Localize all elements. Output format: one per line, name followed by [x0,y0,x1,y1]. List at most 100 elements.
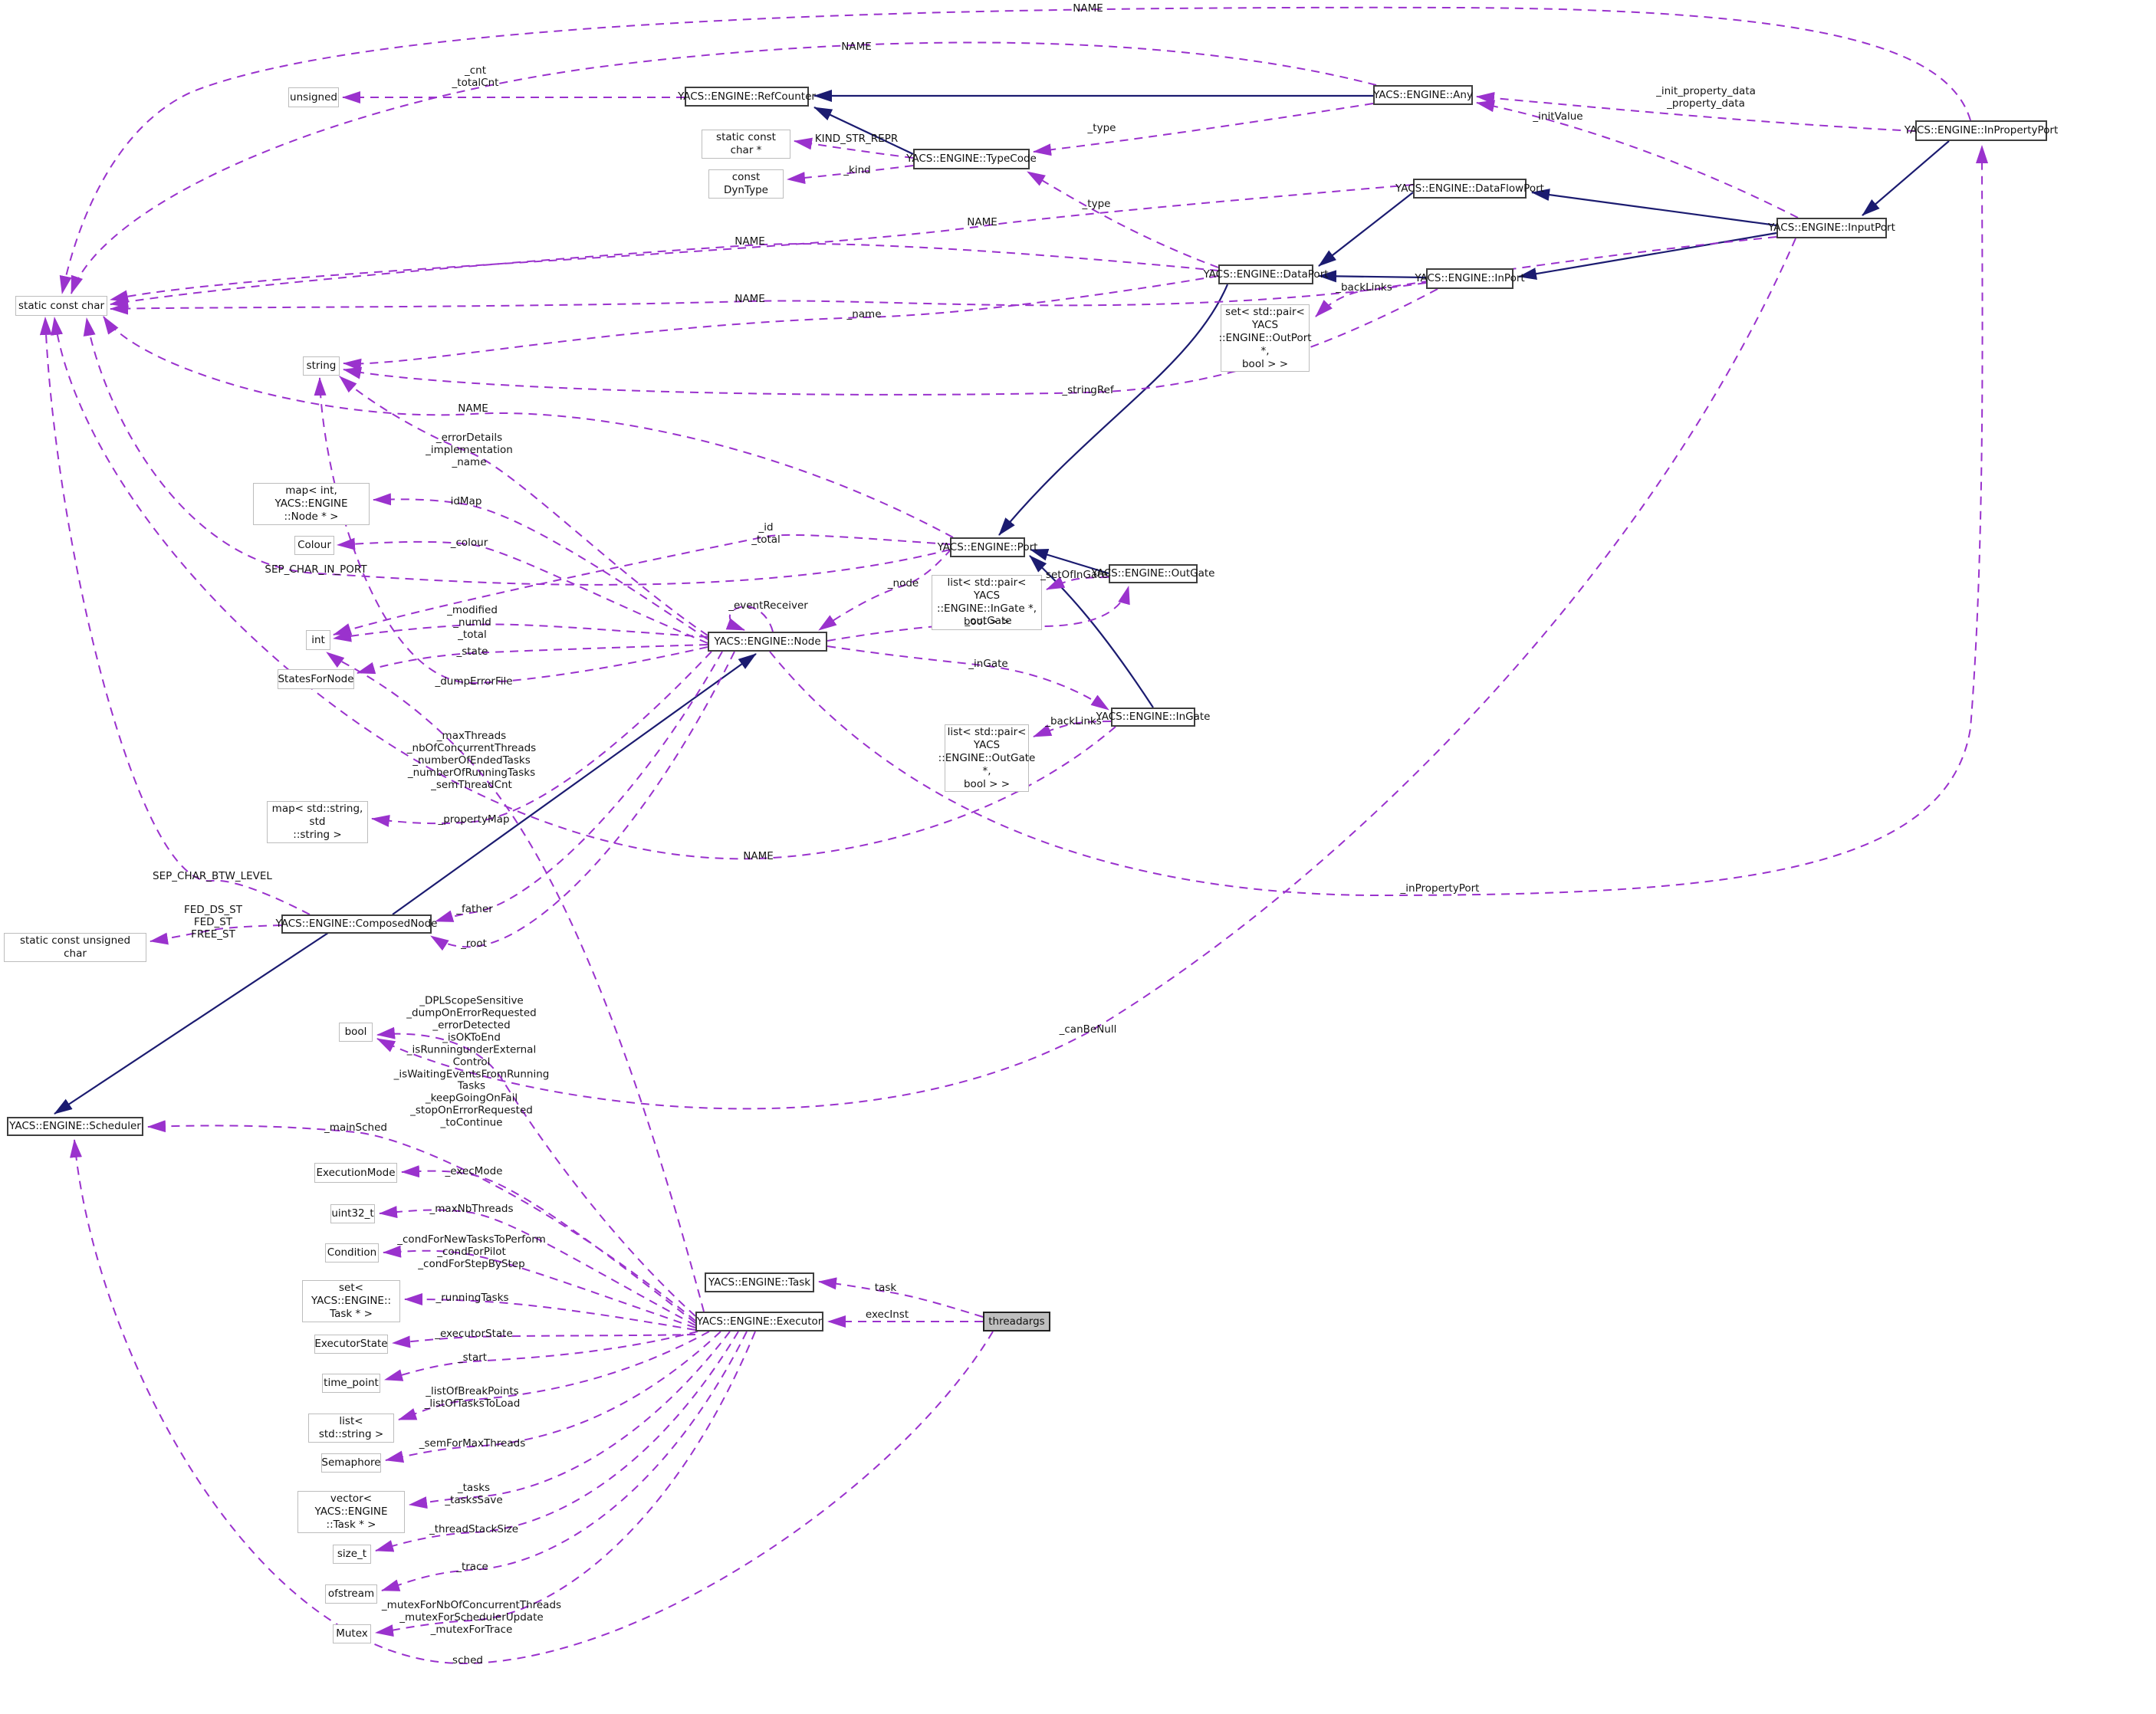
edge-executor-to-list-string-usage [398,1331,710,1420]
class-box-executor[interactable]: YACS::ENGINE::Executor [695,1312,823,1331]
type-box-static-const-char-ptr: static const char * [702,130,790,159]
type-box-semaphore: Semaphore [321,1453,381,1473]
type-box-int: int [306,630,330,650]
edge-executor-to-semaphore-usage [385,1331,721,1463]
edge-executor-to-executorstate-usage [392,1334,696,1348]
edge-any-to-static-const-char-usage [71,41,1377,294]
edge-typecode-to-const-dyntype-usage [787,165,914,185]
edge-inputport-to-inport-inheritance [1518,231,1777,281]
type-box-static-const-char: static const char [15,296,107,316]
edge-typecode-to-static-const-char-ptr-usage [794,137,914,159]
edge-dataflowport-to-static-const-char-usage [110,184,1414,303]
edge-composednode-to-static-const-unsigned-char-usage [150,924,282,945]
class-box-any[interactable]: YACS::ENGINE::Any [1373,85,1473,105]
class-box-inport[interactable]: YACS::ENGINE::InPort [1415,268,1525,289]
edge-node-to-node-usage [725,606,774,632]
edge-inport-to-dataport-inheritance [1318,270,1427,283]
type-box-static-const-unsigned-char: static const unsigned char [4,933,146,962]
edge-outgate-to-list-ingate-bool-usage [1046,576,1109,590]
type-box-list-ingate-bool: list< std::pair< YACS ::ENGINE::InGate *… [932,575,1042,630]
edge-composednode-to-scheduler-inheritance [54,932,329,1115]
edge-inputport-to-any-usage [1476,100,1799,218]
type-box-vector-task: vector< YACS::ENGINE ::Task * > [297,1491,405,1533]
class-box-dataflowport[interactable]: YACS::ENGINE::DataFlowPort [1395,179,1544,199]
edge-node-to-composednode-usage [430,651,735,951]
type-box-uint32-t: uint32_t [330,1204,375,1223]
edge-node-to-ingate-usage [827,645,1109,711]
type-box-string: string [303,356,340,376]
edge-executor-to-vector-task-usage [409,1331,731,1509]
type-box-list-outgate-bool: list< std::pair< YACS ::ENGINE::OutGate … [938,724,1035,793]
edge-ingate-to-port-inheritance [1029,555,1154,708]
edge-threadargs-to-scheduler-usage [70,1139,994,1665]
edge-node-to-map-int-node-usage [373,493,708,640]
edge-dataflowport-to-dataport-inheritance [1318,192,1414,267]
edge-executor-to-bool-usage [376,1026,696,1317]
edge-executor-to-condition-usage [383,1245,696,1328]
edge-node-to-colour-usage [337,537,708,644]
edge-threadargs-to-task-usage [818,1277,984,1318]
edge-typecode-to-refcounter-inheritance [813,107,914,155]
edge-port-to-node-usage [818,548,952,631]
edge-inpropertyport-to-inputport-inheritance [1862,140,1950,216]
type-box-const-dyntype: const DynType [708,169,784,199]
class-box-typecode[interactable]: YACS::ENGINE::TypeCode [906,149,1037,169]
class-box-ingate[interactable]: YACS::ENGINE::InGate [1096,708,1210,727]
class-box-port[interactable]: YACS::ENGINE::Port [938,537,1037,557]
edge-dataport-to-static-const-char-usage [110,243,1219,308]
edge-executor-to-time-point-usage [384,1331,698,1381]
edge-executor-to-set-task-usage [404,1293,696,1331]
type-box-unsigned: unsigned [288,87,339,107]
edge-port-to-static-const-char-usage [83,317,951,586]
edge-node-to-map-string-string-usage [371,651,712,827]
edge-node-to-statesfornode-usage [357,644,708,675]
type-box-map-string-string: map< std::string, std ::string > [267,801,368,843]
edge-node-to-inpropertyport-usage [769,145,1989,897]
edge-node-to-int-usage [333,623,708,642]
edge-any-to-typecode-usage [1033,103,1374,156]
class-box-threadargs: threadargs [983,1312,1050,1331]
class-box-composednode[interactable]: YACS::ENGINE::ComposedNode [276,914,437,934]
type-box-size-t: size_t [333,1545,371,1564]
class-box-inputport[interactable]: YACS::ENGINE::InputPort [1768,218,1895,238]
class-box-node[interactable]: YACS::ENGINE::Node [708,632,827,652]
edge-executor-to-executionmode-usage [401,1165,696,1324]
edge-inport-to-string-usage [343,288,1438,396]
edge-executor-to-scheduler-usage [147,1120,696,1322]
edge-port-to-static-const-char-usage [103,316,954,538]
type-box-executionmode: ExecutionMode [314,1163,397,1183]
edge-node-to-composednode-usage [435,651,723,922]
edge-executor-to-ofstream-usage [381,1331,748,1591]
edge-composednode-to-node-inheritance [392,653,757,915]
edge-executor-to-mutex-usage [375,1331,756,1637]
edge-ingate-to-list-outgate-bool-usage [1033,721,1112,737]
edge-composednode-to-static-const-char-usage [39,317,311,915]
type-box-map-int-node: map< int, YACS::ENGINE ::Node * > [253,483,370,525]
class-box-dataport[interactable]: YACS::ENGINE::DataPort [1203,264,1329,284]
class-box-inpropertyport[interactable]: YACS::ENGINE::InPropertyPort [1905,120,2058,141]
edge-inpropertyport-to-any-usage [1476,92,1916,132]
edge-dataport-to-typecode-usage [1027,171,1219,268]
edge-node-to-string-usage [314,377,708,685]
class-box-refcounter[interactable]: YACS::ENGINE::RefCounter [678,87,816,107]
class-box-scheduler[interactable]: YACS::ENGINE::Scheduler [7,1117,143,1136]
type-box-ofstream: ofstream [325,1584,377,1604]
edge-inpropertyport-to-static-const-char-usage [59,6,1971,294]
edge-executor-to-uint32-t-usage [379,1206,696,1326]
edge-inputport-to-dataflowport-inheritance [1531,189,1777,227]
type-box-bool: bool [339,1023,373,1042]
edge-executor-to-int-usage [326,652,705,1312]
type-box-executorstate: ExecutorState [314,1335,388,1354]
edge-inputport-to-set-outport-bool-usage [1315,236,1777,317]
class-box-task[interactable]: YACS::ENGINE::Task [705,1272,814,1292]
type-box-mutex: Mutex [333,1624,371,1643]
edge-outgate-to-port-inheritance [1030,548,1109,575]
edge-dataport-to-port-inheritance [998,284,1229,536]
edge-node-to-string-usage [339,376,708,636]
type-box-time-point: time_point [322,1374,380,1393]
edge-inputport-to-bool-usage [376,238,1796,1110]
type-box-list-string: list< std::string > [308,1414,394,1443]
class-box-outgate[interactable]: YACS::ENGINE::OutGate [1092,564,1214,583]
